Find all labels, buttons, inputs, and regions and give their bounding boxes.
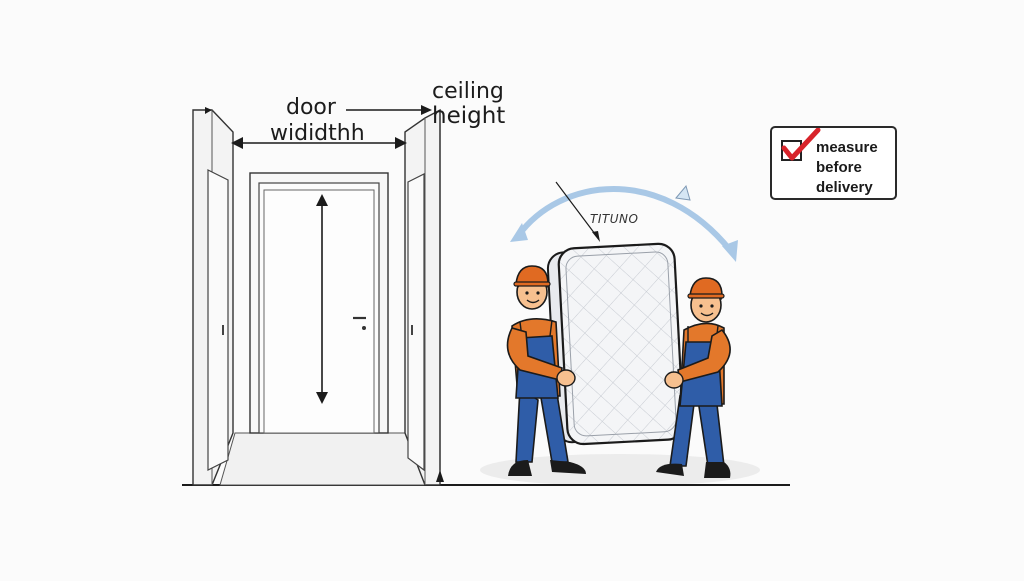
left-wall bbox=[192, 109, 234, 486]
measure-checklist-card: measure before delivery bbox=[770, 126, 897, 200]
ceiling-arrow bbox=[205, 105, 432, 115]
ceiling-height-label-line2: height bbox=[432, 103, 506, 129]
worker-right bbox=[656, 277, 731, 478]
checklist-text: measure before delivery bbox=[816, 138, 878, 198]
mattress bbox=[546, 242, 685, 446]
door-lock bbox=[362, 326, 366, 330]
hallway-floor bbox=[219, 432, 426, 486]
width-arrow bbox=[231, 137, 407, 149]
ceiling-height-label-line1: ceiling bbox=[432, 79, 504, 104]
right-wall bbox=[404, 108, 441, 486]
door-width-label-line2: wididthh bbox=[270, 121, 365, 146]
floor-shadow bbox=[480, 454, 760, 486]
floor-arrowhead bbox=[436, 470, 444, 482]
rotation-arc bbox=[510, 181, 738, 262]
checklist-line-2: before bbox=[816, 159, 862, 176]
worker-left bbox=[506, 265, 586, 476]
door-width-label-line1: door bbox=[286, 95, 336, 120]
door bbox=[249, 172, 389, 434]
checklist-line-1: measure bbox=[816, 139, 878, 156]
rotation-label: TITUNO bbox=[590, 212, 639, 226]
height-arrow bbox=[316, 194, 328, 404]
checklist-line-3: delivery bbox=[816, 179, 873, 196]
check-mark-icon bbox=[781, 128, 821, 161]
